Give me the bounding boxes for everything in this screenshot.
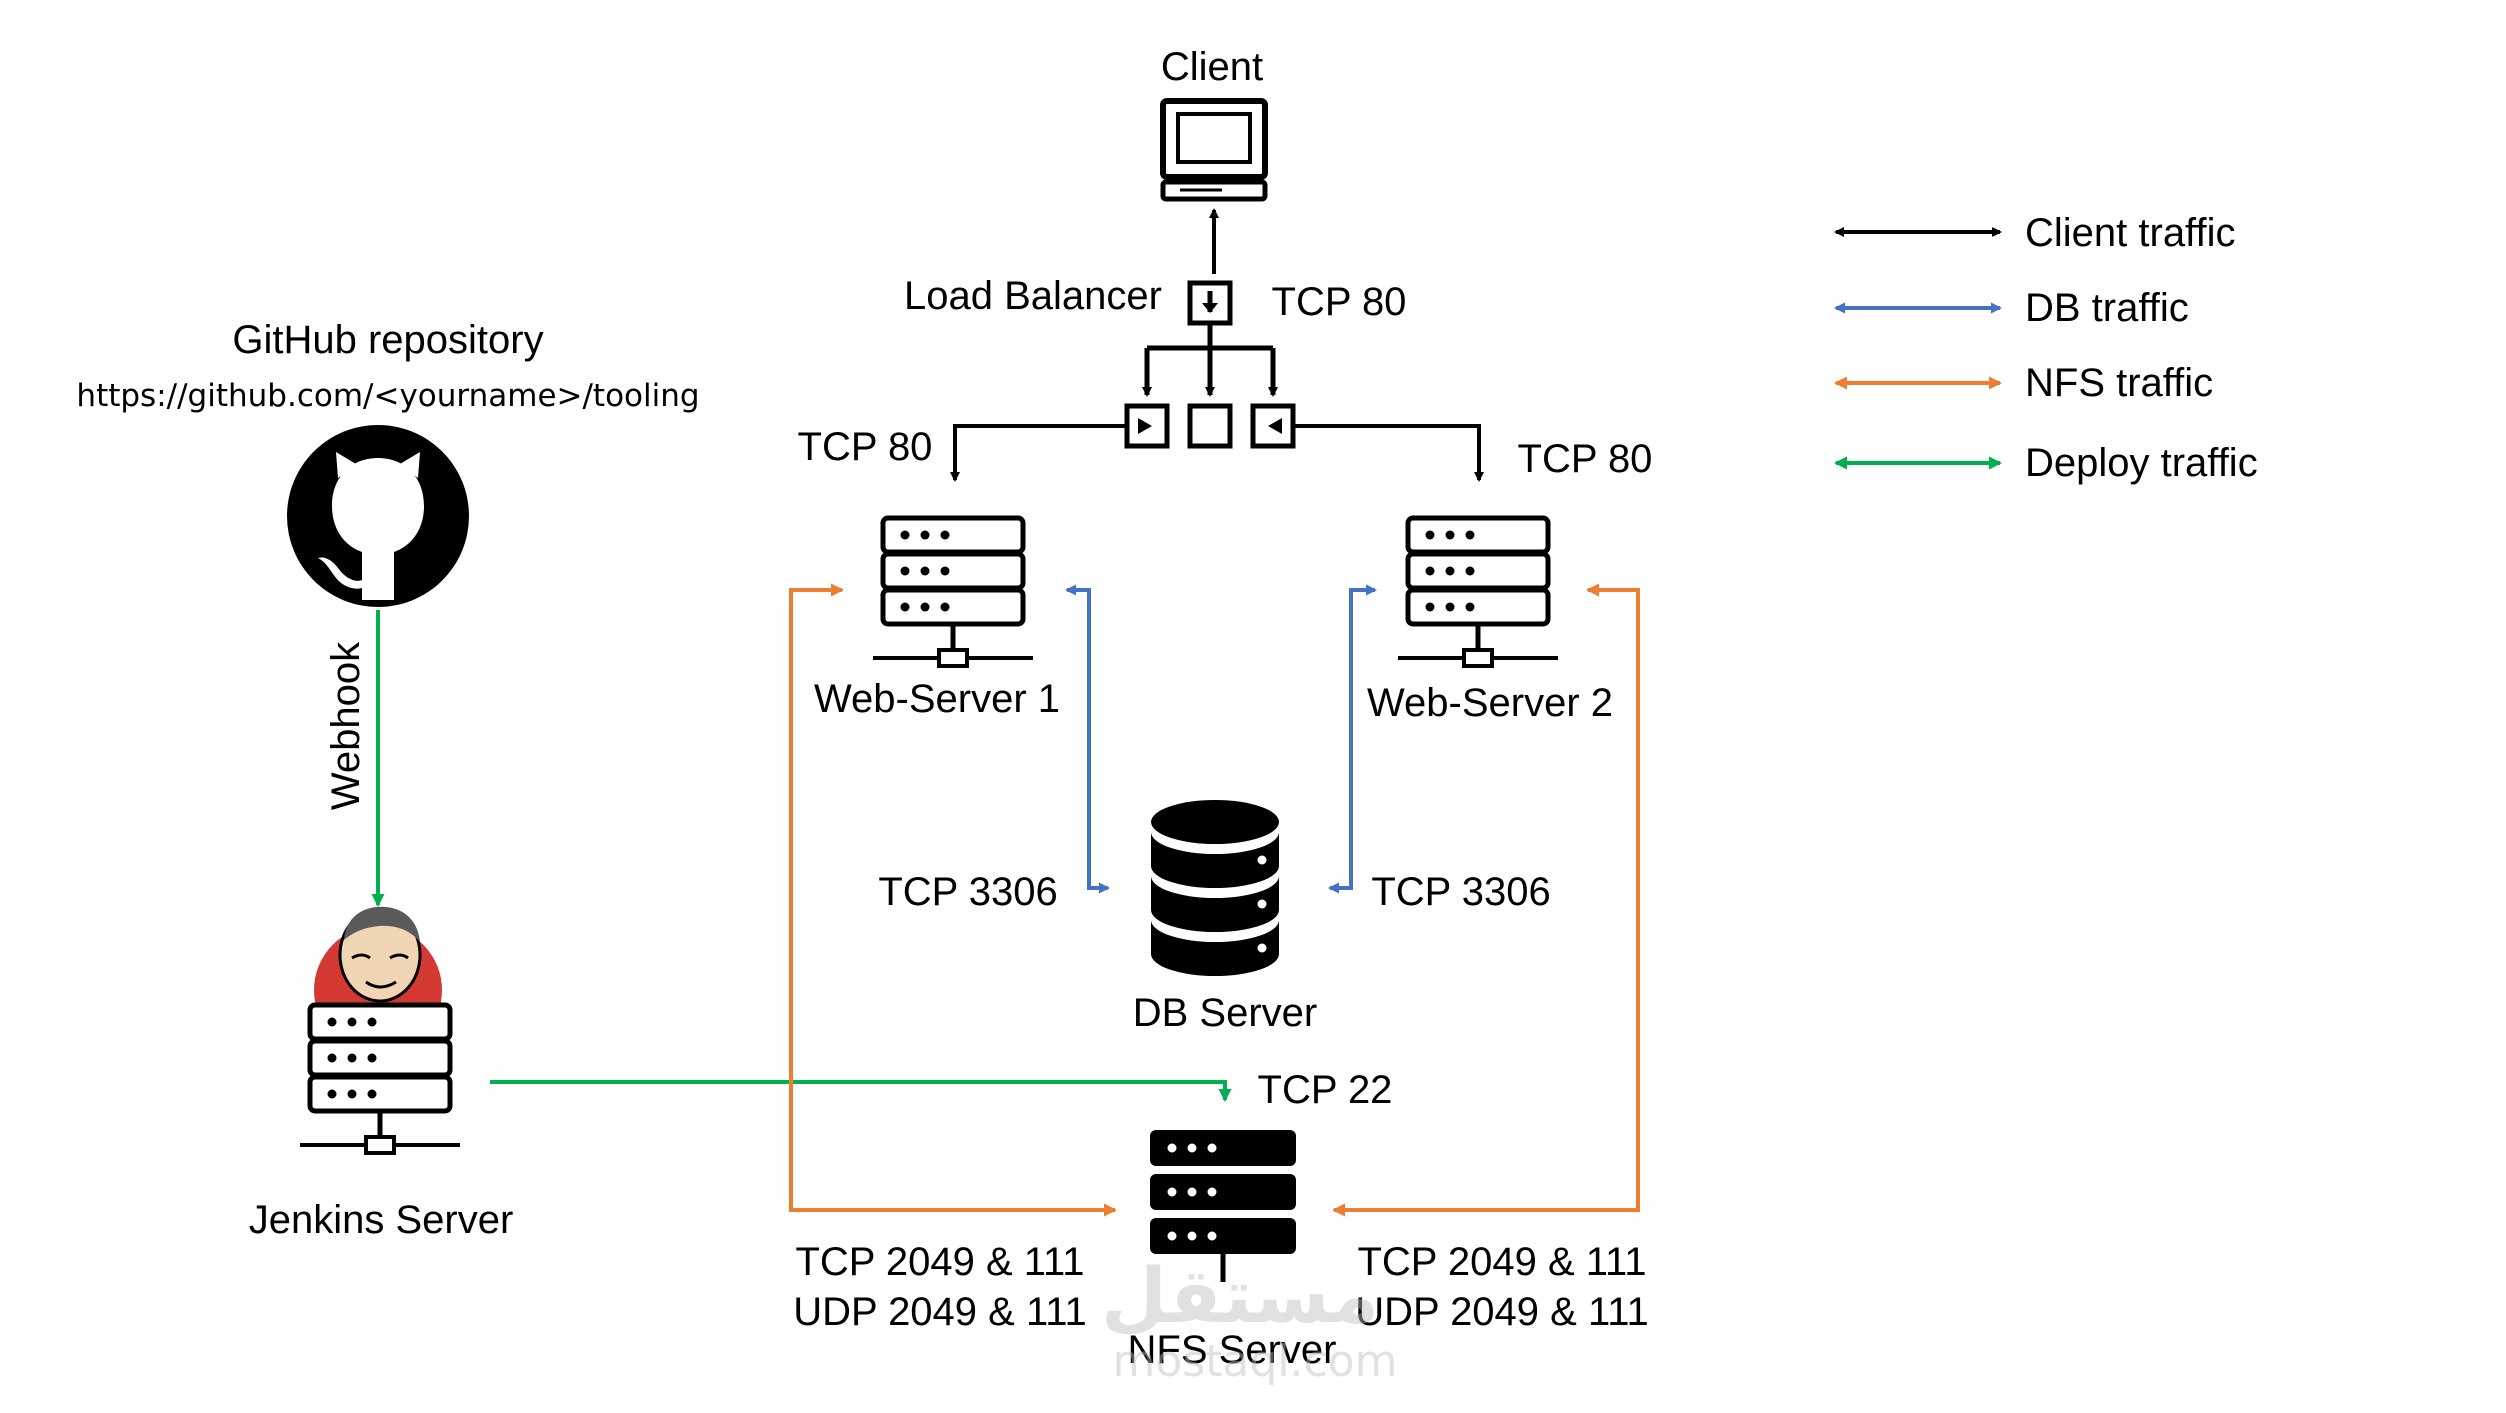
db-traffic-web1-arrow (1065, 584, 1110, 894)
deploy-traffic-arrow (490, 1080, 1232, 1102)
db-port-left-label: TCP 3306 (878, 870, 1057, 914)
legend-label: NFS traffic (2025, 361, 2213, 405)
legend-item-deploy: Deploy traffic (1834, 441, 2258, 485)
watermark-arabic: مستقل (1101, 1251, 1379, 1340)
legend: Client traffic DB traffic NFS traffic De… (1834, 211, 2258, 485)
web-server-1-label: Web-Server 1 (814, 677, 1060, 721)
nfs-server-label: NFS Server (1128, 1328, 1337, 1372)
jenkins-server-label: Jenkins Server (249, 1198, 514, 1242)
lb-web1-arrow (950, 424, 1127, 482)
watermark-latin: mostaql.com (1112, 1336, 1397, 1387)
load-balancer-icon (1124, 280, 1296, 449)
legend-label: Client traffic (2025, 211, 2235, 255)
database-icon (1151, 800, 1279, 976)
web1-port-label: TCP 80 (798, 425, 933, 469)
nfs-right-udp-label: UDP 2049 & 111 (1355, 1290, 1649, 1334)
load-balancer-label: Load Balancer (904, 274, 1162, 318)
nfs-right-tcp-label: TCP 2049 & 111 (1357, 1240, 1646, 1284)
client-label: Client (1161, 45, 1263, 89)
legend-label: Deploy traffic (2025, 441, 2258, 485)
db-server-label: DB Server (1133, 991, 1318, 1035)
server-rack-icon (873, 518, 1033, 668)
nfs-traffic-web2-arrow (1332, 583, 1640, 1217)
github-url-label: https://github.com/<yourname>/tooling (76, 378, 699, 414)
github-repo-label: GitHub repository (232, 318, 543, 362)
lb-port-label: TCP 80 (1272, 280, 1407, 324)
github-octocat-icon (287, 425, 469, 607)
nfs-traffic-web1-arrow (789, 583, 1117, 1217)
nfs-left-tcp-label: TCP 2049 & 111 (795, 1240, 1084, 1284)
db-port-right-label: TCP 3306 (1371, 870, 1550, 914)
legend-item-db: DB traffic (1834, 286, 2189, 330)
monitor-icon (1160, 98, 1268, 202)
nfs-server-icon (1150, 1130, 1296, 1282)
legend-item-client: Client traffic (1834, 211, 2235, 255)
web2-port-label: TCP 80 (1518, 437, 1653, 481)
lb-web2-arrow (1293, 424, 1484, 482)
db-traffic-web2-arrow (1328, 584, 1377, 894)
webhook-label: Webhook (324, 641, 368, 810)
legend-item-nfs: NFS traffic (1834, 361, 2213, 405)
server-rack-icon (300, 1005, 460, 1155)
legend-label: DB traffic (2025, 286, 2189, 330)
nfs-left-udp-label: UDP 2049 & 111 (793, 1290, 1087, 1334)
server-rack-icon (1398, 518, 1558, 668)
nfs-ssh-port-label: TCP 22 (1258, 1068, 1393, 1112)
web-server-2-label: Web-Server 2 (1367, 681, 1613, 725)
